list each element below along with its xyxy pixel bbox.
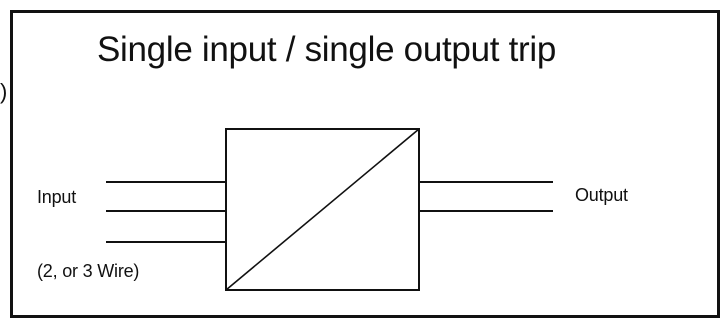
edge-text-fragment: ) (0, 79, 8, 104)
output-label: Output (575, 185, 628, 205)
diagram-frame (10, 10, 720, 318)
wire-count-label: (2, or 3 Wire) (37, 261, 140, 281)
input-label: Input (37, 187, 77, 207)
diagram-title: Single input / single output trip (97, 30, 557, 69)
trip-module-diagonal (225, 128, 420, 291)
trip-module-box (225, 128, 420, 291)
